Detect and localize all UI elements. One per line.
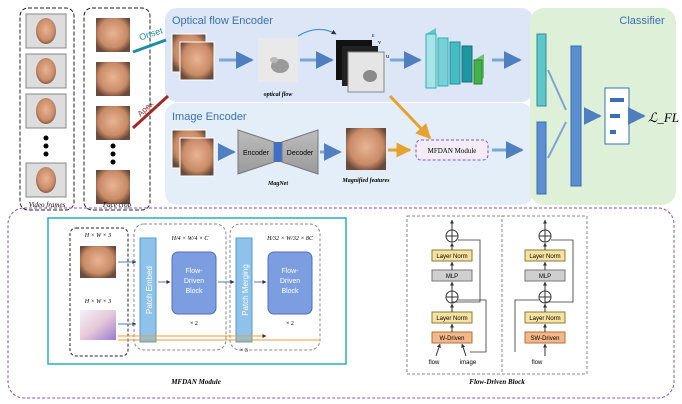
video-frames — [25, 13, 67, 198]
image-input-faces — [171, 129, 215, 177]
cnn-feature-blocks — [425, 28, 484, 89]
block1-line1: Flow- — [185, 268, 203, 275]
face-crop-box — [83, 7, 151, 211]
channel-v: v — [378, 40, 381, 46]
onset-label: Onset — [138, 25, 164, 42]
classifier-panel — [530, 8, 676, 205]
fdb-right-layer-norm-bottom: Layer Norm — [529, 316, 560, 322]
flow-driven-caption: Flow-Driven Block — [469, 378, 525, 386]
flow-driven-block-2 — [267, 251, 313, 315]
fdb-left-mlp: MLP — [446, 274, 458, 280]
fdb-left-input-image: image — [460, 360, 477, 366]
image-feature-vector — [536, 121, 547, 195]
optical-flow-encoder-title: Optical flow Encoder — [172, 15, 273, 27]
dim2-label: H/32 × W/32 × 8C — [266, 236, 314, 242]
block2-repeat: × 2 — [286, 321, 294, 327]
patch-embed-bar — [139, 237, 157, 343]
onset-arrow — [132, 38, 167, 54]
flow-channel-stack — [336, 40, 385, 93]
mfdan-caption: MFDAN Module — [170, 378, 221, 386]
channel-epsilon: ε — [372, 33, 375, 39]
detail-region — [7, 207, 675, 399]
fdb-left-input-flow: flow — [429, 360, 440, 366]
fdb-right-layer-norm-top: Layer Norm — [529, 254, 560, 260]
apex-arrow — [131, 94, 170, 130]
block1-repeat: × 2 — [190, 321, 198, 327]
flow-feature-vector — [536, 33, 547, 107]
image-encoder-title: Image Encoder — [172, 111, 247, 123]
input-face — [80, 246, 116, 278]
classifier-title: Classifier — [619, 15, 665, 27]
video-frames-box — [19, 7, 75, 211]
fdb-left-column — [431, 219, 487, 357]
stage1-box — [133, 223, 227, 351]
fdb-left-driven: W-Driven — [440, 336, 465, 342]
optical-flow-label: optical flow — [264, 92, 294, 98]
flow-driven-detail-frame — [406, 215, 588, 375]
block2-line2: Driven — [280, 278, 300, 285]
mfdan-inputs-box — [69, 227, 129, 357]
fdb-right-driven: SW-Driven — [531, 336, 560, 342]
input-dim-top: H × W × 3 — [84, 233, 111, 239]
flow-input-faces — [171, 33, 215, 81]
block1-line2: Driven — [184, 278, 204, 285]
loss-label: ℒ_FL — [648, 110, 679, 125]
fdb-left-layer-norm-top: Layer Norm — [436, 254, 467, 260]
video-frames-label: Video frames — [29, 201, 66, 209]
decoder-label: Decoder — [287, 150, 314, 157]
flow-driven-block-1 — [171, 251, 217, 315]
fdb-right-input-flow: flow — [532, 360, 543, 366]
fdb-right-mlp: MLP — [539, 274, 551, 280]
block2-line1: Flow- — [281, 268, 299, 275]
magnet-network — [237, 129, 319, 175]
dim1-label: H/4 × W/4 × C — [171, 235, 210, 242]
stage2-box — [229, 223, 321, 351]
patch-merging-label: Patch Merging — [241, 264, 250, 316]
magnified-face — [346, 128, 386, 170]
fdb-right-column — [514, 219, 574, 356]
channel-u: u — [386, 54, 389, 60]
fdb-separator — [501, 215, 588, 375]
patch-merging-bar — [235, 237, 253, 343]
mfdan-module-box — [415, 139, 489, 161]
concat-vector — [570, 45, 582, 187]
fdb-left-layer-norm-bottom: Layer Norm — [436, 316, 467, 322]
face-crop-label: Face crop — [102, 201, 132, 209]
patch-embed-label: Patch Embed — [145, 266, 154, 314]
magnet-label: MagNet — [267, 181, 288, 187]
block1-line3: Block — [185, 288, 203, 295]
encoder-label: Encoder — [243, 150, 270, 157]
mfdan-module-box-label: MFDAN Module — [428, 147, 477, 155]
merge-repeat: × 3 — [240, 348, 248, 354]
input-dim-bottom: H × W × 3 — [84, 299, 111, 305]
magnified-features-label: Magnified features — [341, 178, 390, 184]
face-crops — [96, 18, 130, 204]
block2-line3: Block — [281, 288, 299, 295]
input-flow — [80, 310, 116, 340]
optical-flow-image — [258, 38, 298, 82]
